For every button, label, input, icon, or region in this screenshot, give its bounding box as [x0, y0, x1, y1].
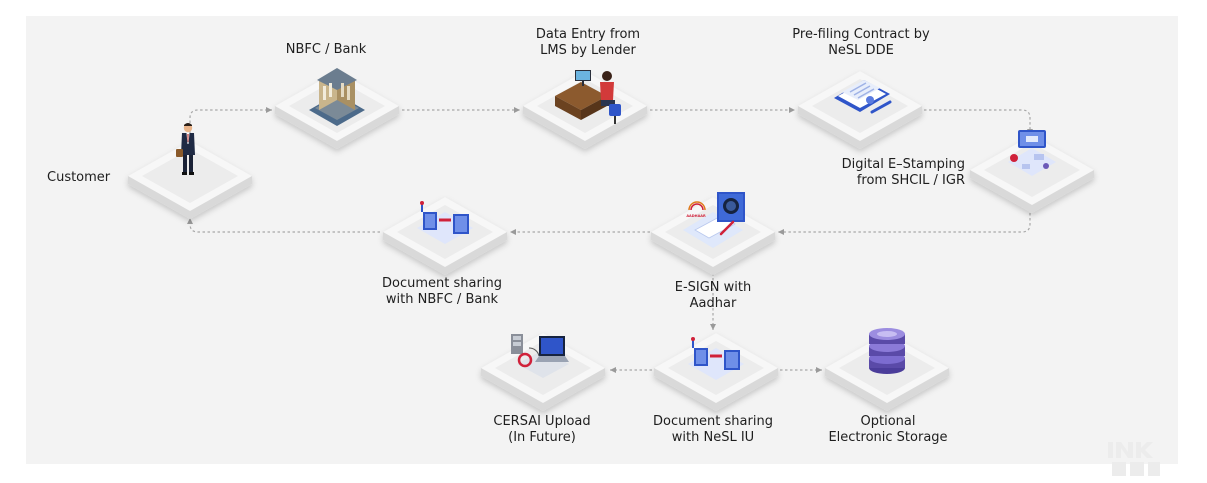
- label-docnesl: Document sharing with NeSL IU: [653, 414, 773, 445]
- label-esign: E-SIGN with Aadhar: [674, 280, 752, 311]
- label-prefiling: Pre-filing Contract by NeSL DDE: [792, 27, 930, 58]
- stamp-dashboard-icon: [1008, 130, 1056, 176]
- office-desk-icon: [555, 70, 621, 124]
- watermark-logo: [1108, 442, 1160, 476]
- bank-building-icon: [309, 68, 365, 126]
- connector-estamp-esign: [778, 208, 1031, 235]
- platforms: [128, 71, 1094, 411]
- label-customer: Customer: [47, 170, 111, 185]
- connector-docnbfc-customer: [187, 218, 380, 233]
- label-docnbfc: Document sharing with NBFC / Bank: [382, 276, 502, 307]
- label-storage: Optional Electronic Storage: [828, 414, 948, 445]
- aadhaar-badge: AADHAAR: [686, 214, 706, 218]
- file-transfer-icon-nbfc: [417, 201, 473, 244]
- connector-customer-nbfc: [189, 107, 272, 158]
- connector-prefiling-estamp: [924, 109, 1033, 135]
- businessman-icon: [176, 123, 195, 175]
- label-cersai: CERSAI Upload (In Future): [493, 414, 591, 445]
- aadhaar-esign-icon: [683, 192, 745, 248]
- connectors: [187, 107, 1033, 373]
- contract-document-icon: [834, 80, 892, 114]
- file-transfer-icon-nesl: [688, 337, 744, 380]
- label-nbfc: NBFC / Bank: [285, 42, 367, 57]
- label-dataentry: Data Entry from LMS by Lender: [535, 27, 641, 58]
- database-icon: [869, 328, 905, 374]
- label-estamp: Digital E–Stamping from SHCIL / IGR: [841, 157, 965, 188]
- server-upload-icon: [511, 334, 569, 378]
- platform-customer: [128, 141, 252, 219]
